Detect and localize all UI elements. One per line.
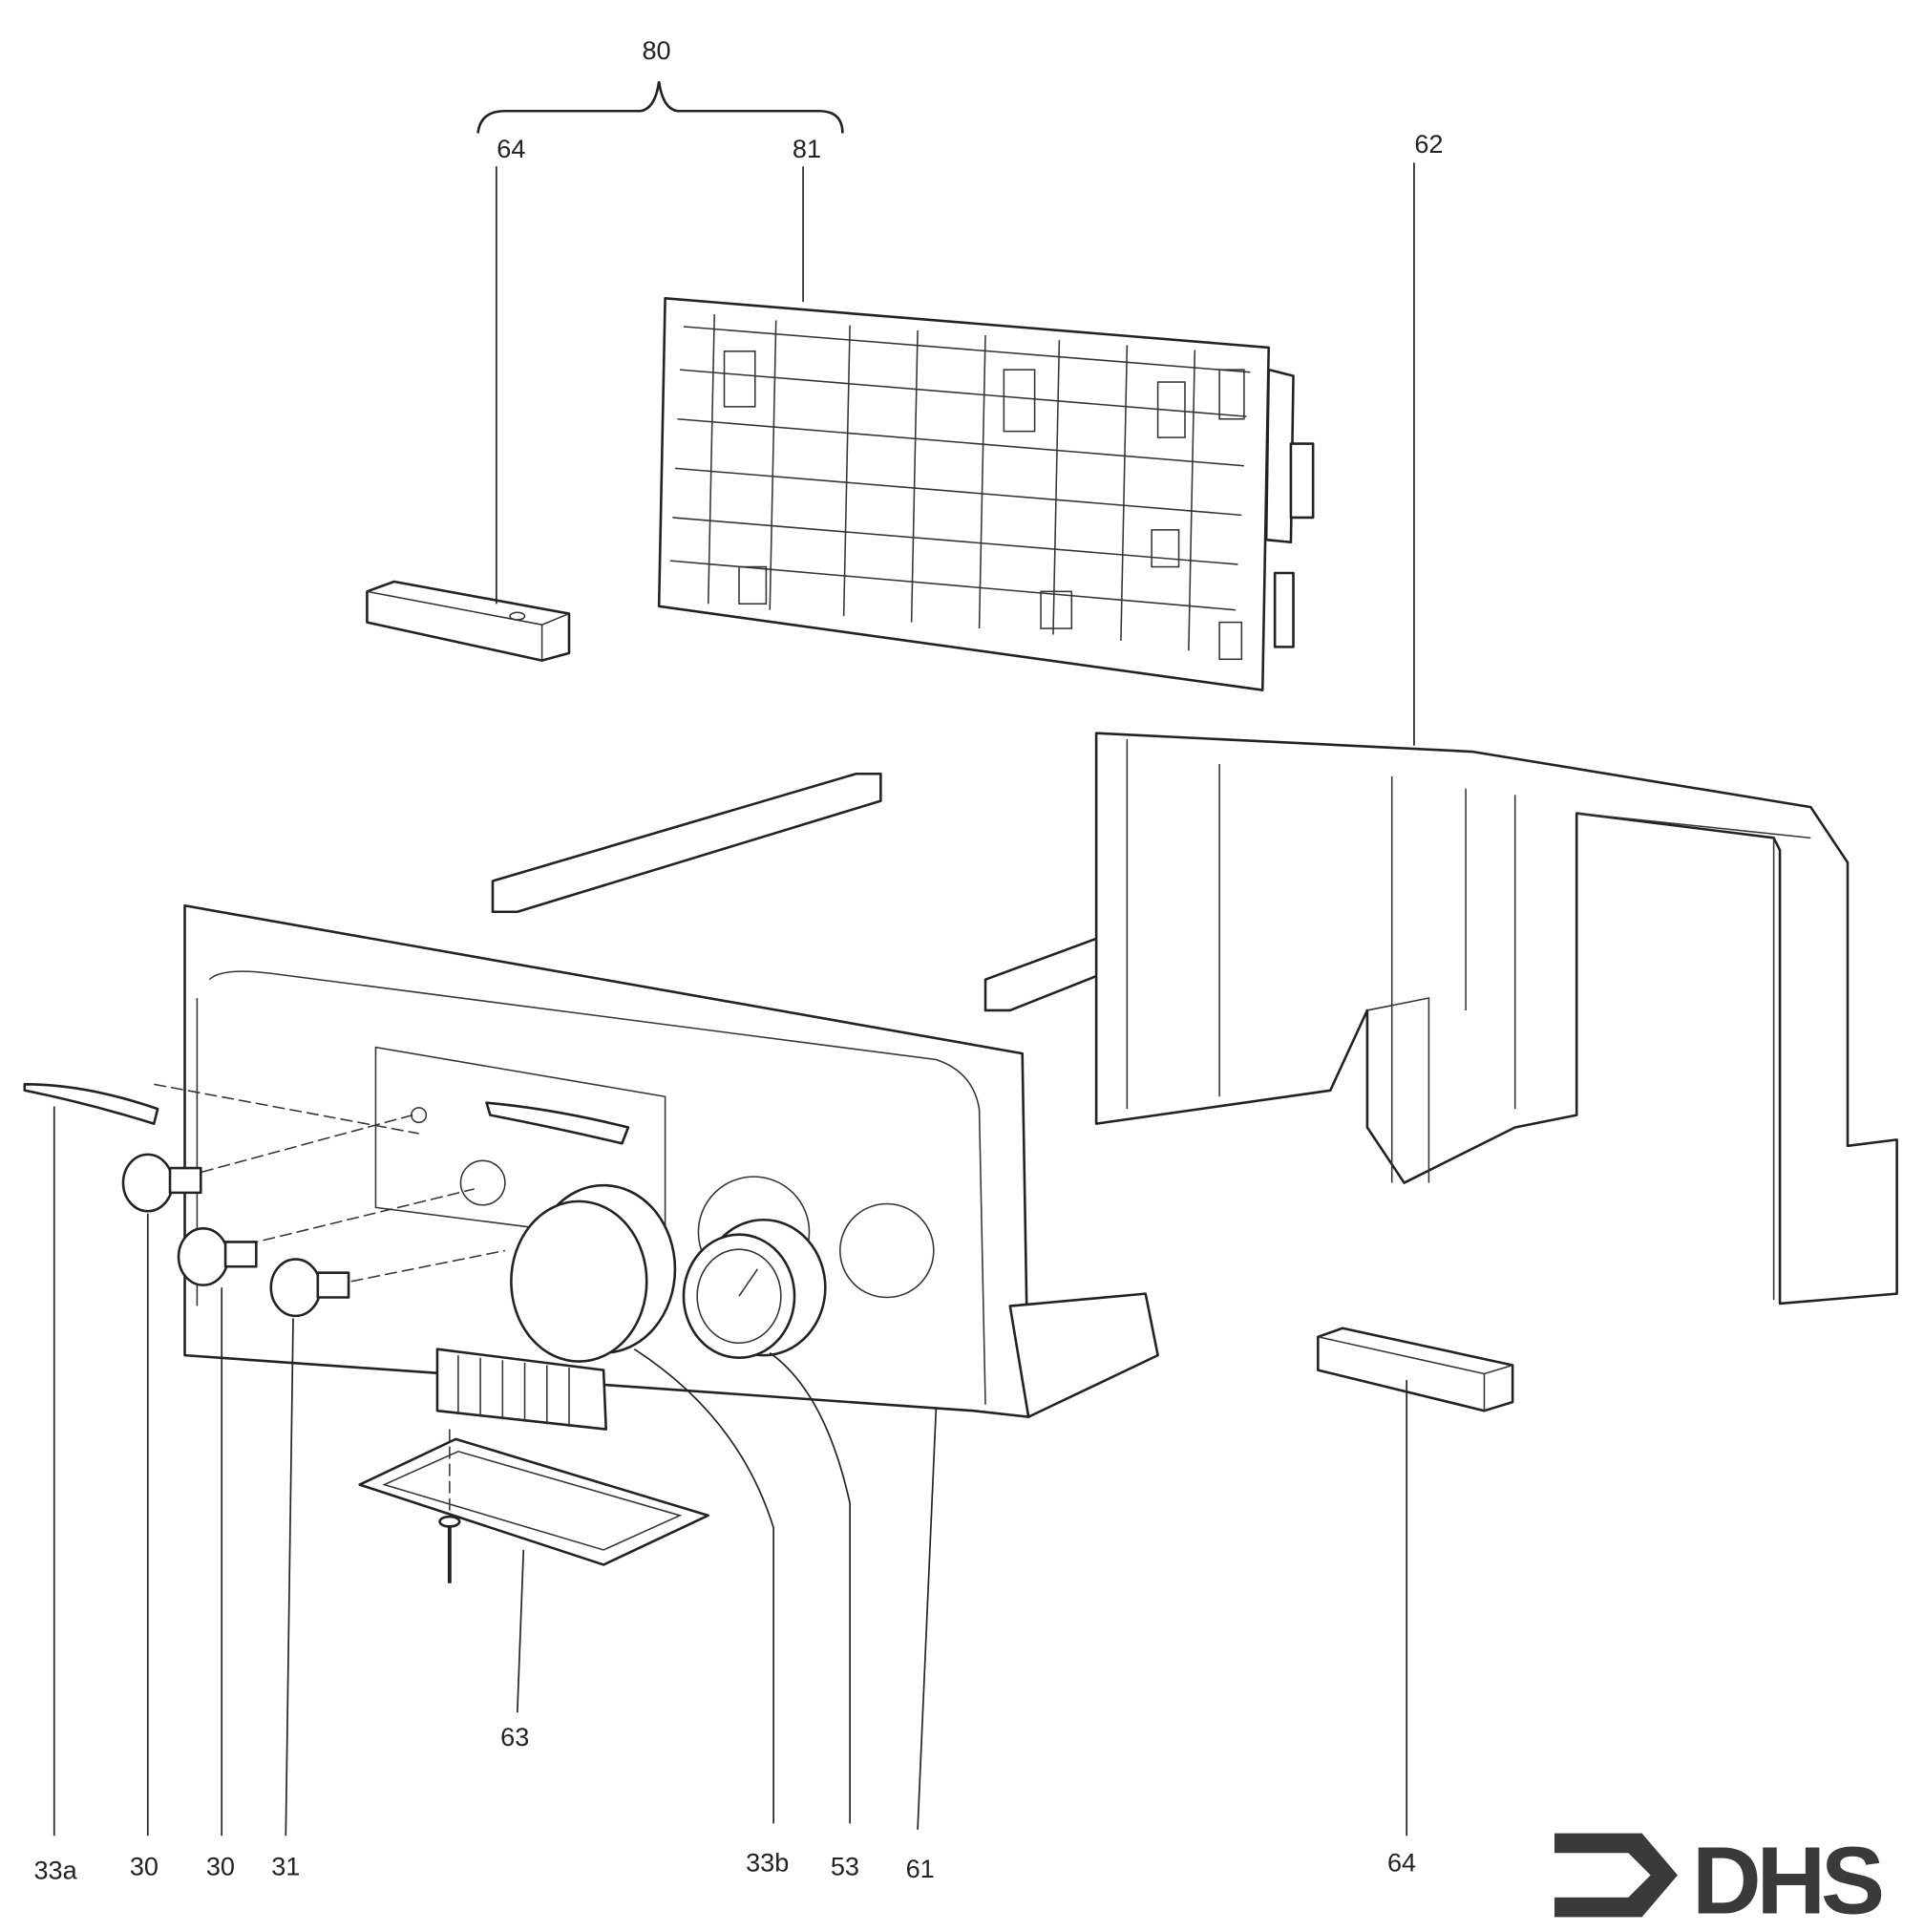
dhs-logo-arrow-icon xyxy=(1554,1833,1678,1918)
label-63: 63 xyxy=(500,1722,529,1752)
label-33a: 33a xyxy=(33,1855,77,1884)
knob-30-a xyxy=(121,1114,413,1213)
pressure-gauge xyxy=(682,1218,827,1360)
group-brace-80: 80 xyxy=(476,35,844,134)
label-30-b: 30 xyxy=(206,1852,235,1881)
support-rail-left xyxy=(491,772,882,914)
bracket-bottom xyxy=(1317,1327,1514,1412)
pcb-board xyxy=(657,297,1315,691)
label-81: 81 xyxy=(793,134,821,163)
leader-lines xyxy=(53,162,1415,1836)
label-80: 80 xyxy=(643,35,671,65)
housing-cover xyxy=(1094,732,1898,1306)
screw xyxy=(438,1429,461,1583)
label-33b: 33b xyxy=(746,1848,789,1878)
label-64-top: 64 xyxy=(497,134,525,163)
bracket-top xyxy=(366,580,571,662)
label-61: 61 xyxy=(906,1854,935,1883)
label-31: 31 xyxy=(271,1852,300,1881)
label-53: 53 xyxy=(831,1852,859,1881)
label-62: 62 xyxy=(1414,129,1443,159)
thermometer-dial xyxy=(510,1183,677,1363)
knob-30-b xyxy=(177,1188,475,1286)
gasket-frame xyxy=(358,1437,710,1566)
terminal-block xyxy=(435,1348,607,1431)
knob-31 xyxy=(269,1249,506,1318)
label-30-a: 30 xyxy=(130,1852,159,1881)
dhs-logo-text: DHS xyxy=(1692,1828,1882,1932)
label-64-bottom: 64 xyxy=(1387,1848,1416,1878)
dhs-logo: DHS xyxy=(1554,1828,1887,1932)
scale-strip-panel xyxy=(485,1101,630,1145)
